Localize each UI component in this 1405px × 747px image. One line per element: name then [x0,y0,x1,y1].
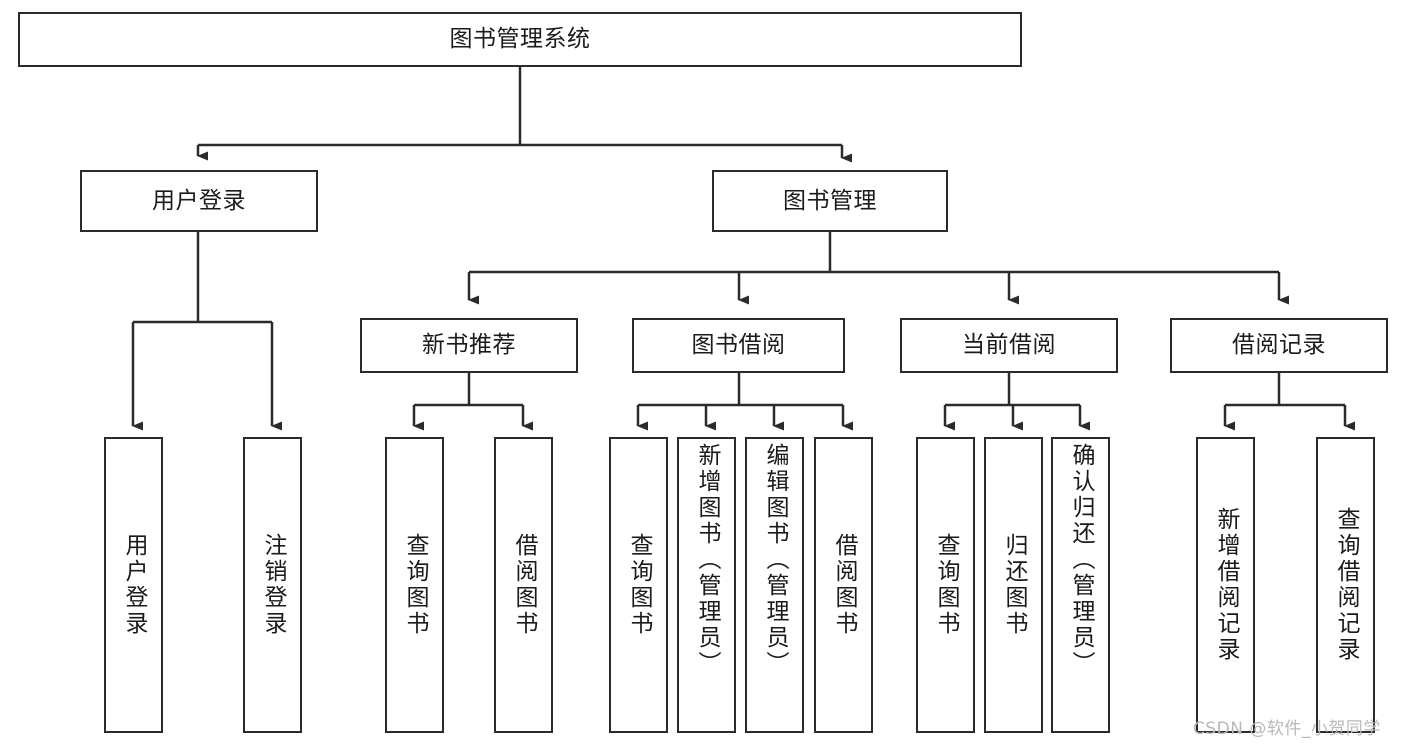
leaf-confirm-return-inner: 确认归还（管理员） [1053,439,1108,735]
leaf-add-borrow-record-inner: 新增借阅记录 [1198,439,1253,731]
node-leaf-borrow-book-1[interactable]: 借阅图书 [494,437,553,733]
leaf-query-book-3-inner: 查询图书 [918,439,973,731]
leaf-edit-book-inner: 编辑图书（管理员） [747,439,802,735]
node-leaf-confirm-return[interactable]: 确认归还（管理员） [1051,437,1110,733]
edges-book-borrow-to-leaves [636,373,853,431]
node-leaf-query-borrow-record-label: 查询借阅记录 [1333,507,1359,663]
node-user-login-label: 用户登录 [152,187,246,214]
node-leaf-query-book-3-label: 查询图书 [933,533,959,637]
node-leaf-query-borrow-record[interactable]: 查询借阅记录 [1316,437,1375,733]
node-leaf-edit-book[interactable]: 编辑图书（管理员） [745,437,804,733]
node-current-borrow-label: 当前借阅 [962,332,1056,359]
leaf-user-login-inner: 用户登录 [106,439,161,731]
node-book-borrow-label: 图书借阅 [691,332,786,359]
node-borrow-record[interactable]: 借阅记录 [1170,318,1388,373]
node-leaf-user-login[interactable]: 用户登录 [104,437,163,733]
node-leaf-edit-book-label: 编辑图书（管理员） [762,443,788,677]
node-book-borrow[interactable]: 图书借阅 [632,318,845,373]
node-new-book-recommend[interactable]: 新书推荐 [360,318,578,373]
edges-book-management-to-level3 [467,232,1289,305]
node-leaf-add-borrow-record-label: 新增借阅记录 [1213,507,1239,663]
leaf-logout-login-inner: 注销登录 [245,439,300,731]
edges-current-borrow-to-leaves [943,373,1090,431]
node-leaf-logout-login-label: 注销登录 [260,533,286,637]
node-leaf-return-book-label: 归还图书 [1001,533,1027,637]
node-leaf-query-book-1-label: 查询图书 [402,533,428,637]
node-user-login[interactable]: 用户登录 [80,170,318,232]
edges-root-to-level2 [196,67,852,163]
node-leaf-borrow-book-2-label: 借阅图书 [831,533,857,637]
node-leaf-add-book[interactable]: 新增图书（管理员） [677,437,736,733]
edges-borrow-record-to-leaves [1223,373,1355,431]
leaf-borrow-book-2-inner: 借阅图书 [816,439,871,731]
node-book-management[interactable]: 图书管理 [712,170,948,232]
csdn-watermark: CSDN @软件_小贺同学 [1193,719,1381,739]
leaf-return-book-inner: 归还图书 [986,439,1041,731]
node-leaf-user-login-label: 用户登录 [121,533,147,637]
node-current-borrow[interactable]: 当前借阅 [900,318,1118,373]
node-leaf-query-book-1[interactable]: 查询图书 [385,437,444,733]
node-leaf-query-book-3[interactable]: 查询图书 [916,437,975,733]
leaf-borrow-book-1-inner: 借阅图书 [496,439,551,731]
node-leaf-confirm-return-label: 确认归还（管理员） [1068,443,1094,677]
leaf-add-book-inner: 新增图书（管理员） [679,439,734,735]
node-root-system[interactable]: 图书管理系统 [18,12,1022,67]
edges-new-book-recommend-to-leaves [412,373,533,431]
node-leaf-add-book-label: 新增图书（管理员） [694,443,720,677]
node-leaf-add-borrow-record[interactable]: 新增借阅记录 [1196,437,1255,733]
node-root-label: 图书管理系统 [449,26,591,53]
node-borrow-record-label: 借阅记录 [1232,332,1326,359]
node-leaf-borrow-book-1-label: 借阅图书 [511,533,537,637]
leaf-query-book-2-inner: 查询图书 [611,439,666,731]
leaf-query-borrow-record-inner: 查询借阅记录 [1318,439,1373,731]
node-book-management-label: 图书管理 [783,187,877,214]
node-leaf-return-book[interactable]: 归还图书 [984,437,1043,733]
node-leaf-logout-login[interactable]: 注销登录 [243,437,302,733]
node-leaf-query-book-2-label: 查询图书 [626,533,652,637]
node-new-book-recommend-label: 新书推荐 [422,332,516,359]
edges-user-login-to-leaves [131,232,282,431]
node-leaf-query-book-2[interactable]: 查询图书 [609,437,668,733]
node-leaf-borrow-book-2[interactable]: 借阅图书 [814,437,873,733]
leaf-query-book-1-inner: 查询图书 [387,439,442,731]
